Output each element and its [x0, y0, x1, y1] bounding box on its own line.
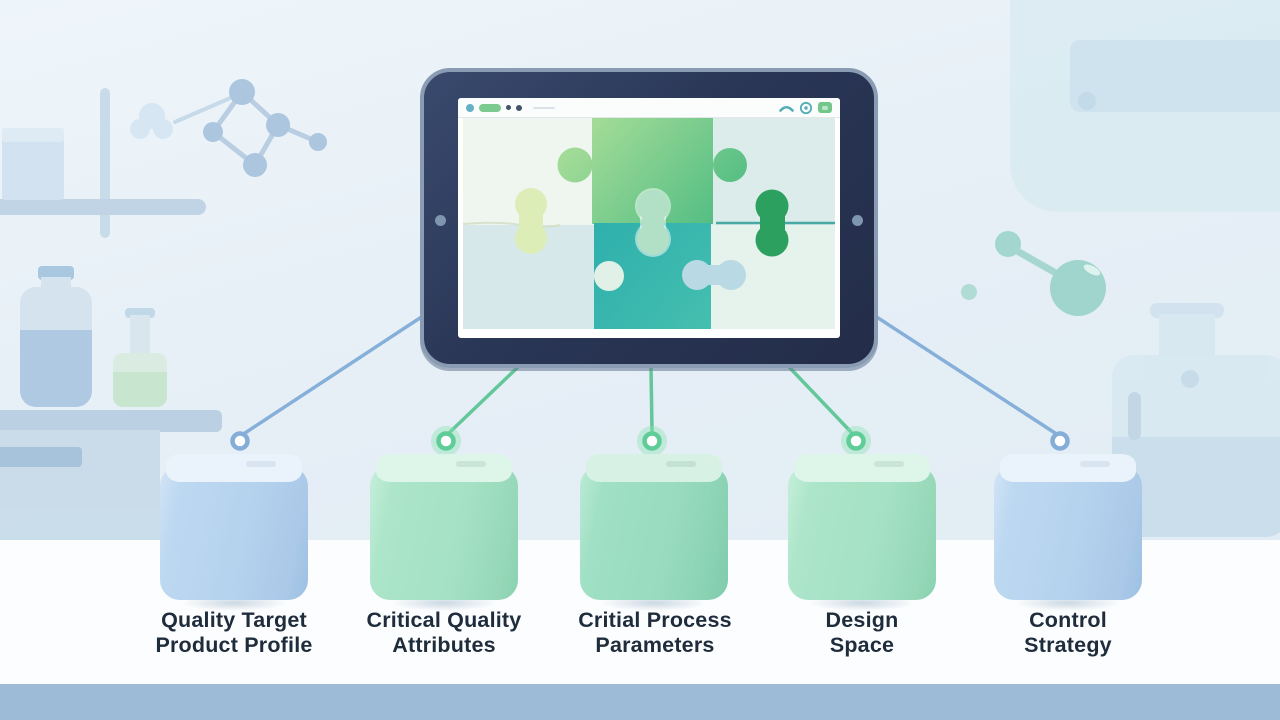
block-control-strategy: [994, 454, 1142, 614]
focus-icon: [799, 101, 813, 114]
connector-line-5: [870, 312, 1057, 435]
connector-line-3: [649, 366, 654, 432]
connector-lines: [243, 312, 1057, 435]
footer-band: [0, 684, 1280, 720]
large-bottle-icon: [1112, 303, 1280, 537]
block-design-space: [788, 454, 936, 614]
call-icon: [779, 105, 794, 112]
block-critical-quality-attributes: [370, 454, 518, 614]
block-critical-process-parameters: [580, 454, 728, 614]
puzzle-illustration: [462, 118, 835, 329]
connector-line-4: [788, 366, 853, 434]
tablet-device: [420, 68, 878, 368]
browser-dot-icon: [466, 103, 474, 112]
center-knob: [635, 188, 671, 257]
node-blue-1: [230, 431, 250, 451]
node-blue-5: [1050, 431, 1070, 451]
node-green-4: [846, 431, 866, 451]
flask-icon: [20, 266, 92, 407]
browser-toolbar: [458, 98, 840, 118]
app-icon: [818, 102, 832, 113]
browser-pill-icon: [479, 103, 501, 112]
light-blue-knob: [682, 260, 746, 290]
dark-green-knob: [755, 189, 789, 257]
camera-dot-icon: [435, 215, 446, 226]
bottle-icon: [113, 308, 167, 407]
light-mint-knob: [594, 261, 624, 291]
lab-table-icon: [0, 410, 222, 542]
block-quality-target-product-profile: [160, 454, 308, 614]
connector-line-1: [243, 312, 428, 435]
url-placeholder-line: [533, 106, 555, 109]
node-green-3: [642, 431, 662, 451]
yellow-green-knob: [515, 188, 547, 254]
browser-dot-icon: [516, 104, 522, 111]
shelf-icon: [0, 88, 206, 238]
lab-cabinet-icon: [1010, 0, 1280, 212]
teal-molecule-icon: [961, 231, 1106, 316]
node-green-2: [436, 431, 456, 451]
molecule-icon: [130, 79, 327, 177]
box-icon: [2, 128, 64, 200]
camera-dot-icon: [852, 215, 863, 226]
tablet-screen: [458, 98, 840, 338]
connector-line-2: [448, 366, 519, 434]
connector-nodes: [230, 426, 1070, 456]
browser-dot-icon: [506, 105, 511, 110]
